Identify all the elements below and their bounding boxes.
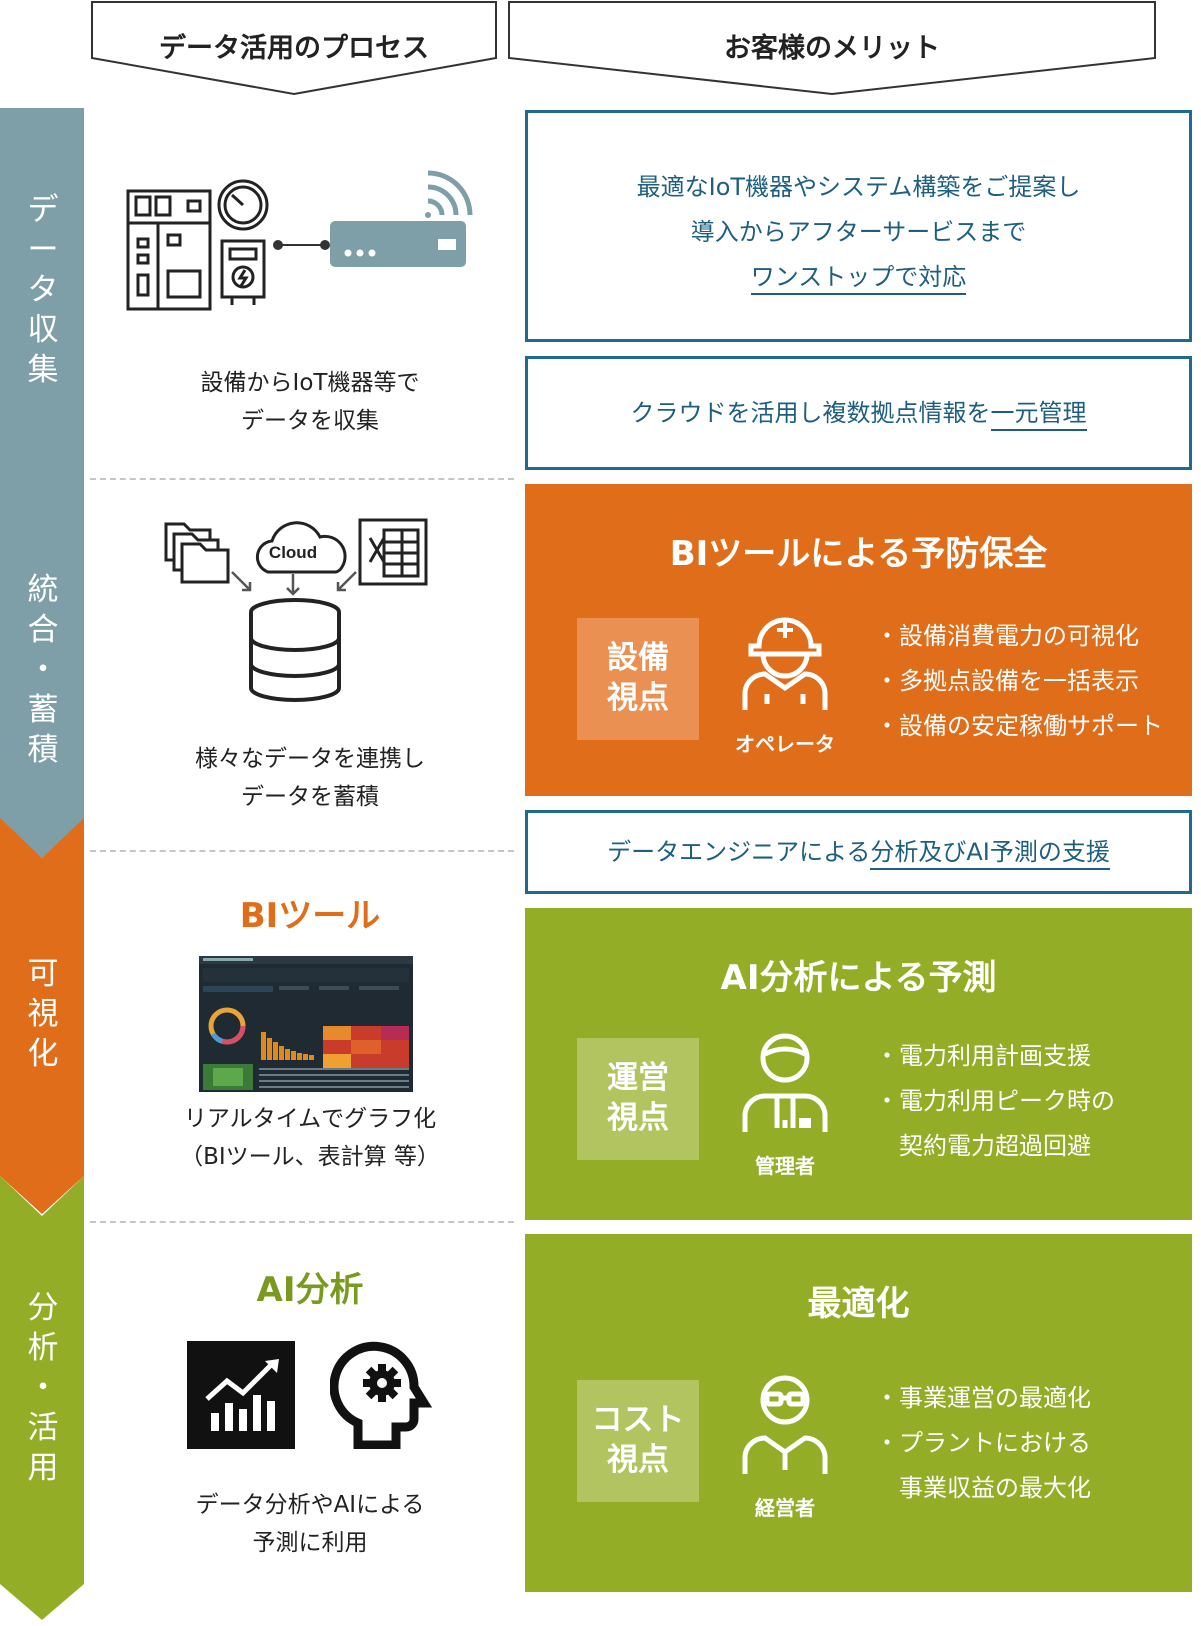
operator-label: オペレータ bbox=[735, 732, 835, 756]
viewpoint-badge-equipment: 設備視点 bbox=[577, 618, 699, 740]
ai-brain-gear-icon bbox=[330, 1341, 433, 1449]
stage-analyze: 分析・活用 bbox=[0, 1176, 86, 1622]
benefit-bi-title: BIツールによる予防保全 bbox=[669, 534, 1048, 574]
benefit-bi-box: BIツールによる予防保全 設備視点 オペレータ ・設備消費電力の可視化 ・多拠点… bbox=[525, 484, 1192, 796]
manager-label: 管理者 bbox=[755, 1154, 815, 1178]
stage-integrate: 統合・蓄積 bbox=[0, 452, 86, 862]
list-item: 事業収益の最大化 bbox=[875, 1474, 1091, 1502]
operator-person: オペレータ bbox=[725, 608, 845, 756]
list-item: 契約電力超過回避 bbox=[875, 1132, 1091, 1160]
list-item: ・プラントにおける bbox=[875, 1429, 1091, 1457]
stage-integrate-label: 統合・蓄積 bbox=[27, 572, 59, 768]
stage-visualize-label: 可視化 bbox=[27, 956, 59, 1072]
benefit-engineer-prefix: データエンジニアによる bbox=[607, 838, 871, 866]
list-item: ・多拠点設備を一括表示 bbox=[875, 667, 1139, 695]
benefit-engineer-emph: 分析及びAI予測の支援 bbox=[870, 838, 1110, 870]
benefit-ai-list: ・電力利用計画支援 ・電力利用ピーク時の 契約電力超過回避 bbox=[875, 1034, 1115, 1169]
process-header: データ活用のプロセス bbox=[90, 0, 498, 96]
benefit-iot-line3: ワンストップで対応 bbox=[750, 263, 967, 295]
bi-dashboard-screenshot bbox=[199, 956, 413, 1092]
stage-collect: データ収集 bbox=[0, 108, 86, 498]
list-item: ・電力利用計画支援 bbox=[875, 1042, 1091, 1070]
executive-person: 経営者 bbox=[725, 1370, 845, 1520]
cloud-icon: Cloud bbox=[255, 521, 347, 574]
analyze-description: データ分析やAIによる 予測に利用 bbox=[195, 1492, 425, 1556]
merit-header: お客様のメリット bbox=[507, 0, 1157, 96]
manager-icon bbox=[742, 1033, 828, 1132]
visualize-description: リアルタイムでグラフ化 （BIツール、表計算 等） bbox=[180, 1106, 440, 1170]
benefit-cloud-emph: 一元管理 bbox=[990, 399, 1087, 431]
benefit-ai-box: AI分析による予測 運営視点 管理者 ・電力利用計画支援 ・電力利用ピーク時の … bbox=[525, 908, 1192, 1220]
operator-helmet-icon bbox=[742, 617, 828, 710]
bi-tool-title: BIツール bbox=[239, 896, 381, 936]
iot-equipment-illustration bbox=[126, 170, 473, 311]
divider bbox=[90, 1221, 514, 1223]
benefit-iot-line2: 導入からアフターサービスまで bbox=[690, 218, 1027, 246]
benefit-cloud-prefix: クラウドを活用し複数拠点情報を bbox=[630, 399, 991, 427]
folder-icon bbox=[164, 522, 230, 584]
benefit-cloud-box: クラウドを活用し複数拠点情報を一元管理 bbox=[525, 356, 1192, 470]
gauge-icon bbox=[217, 179, 269, 231]
benefit-engineer-box: データエンジニアによる分析及びAI予測の支援 bbox=[525, 810, 1192, 894]
manager-person: 管理者 bbox=[725, 1028, 845, 1178]
spreadsheet-icon bbox=[358, 518, 428, 586]
connection-line bbox=[273, 240, 330, 250]
list-item: ・設備の安定稼働サポート bbox=[875, 712, 1163, 740]
cloud-label: Cloud bbox=[269, 543, 317, 562]
benefit-bi-list: ・設備消費電力の可視化 ・多拠点設備を一括表示 ・設備の安定稼働サポート bbox=[875, 614, 1163, 749]
divider bbox=[90, 850, 514, 852]
control-cabinet-icon bbox=[126, 189, 212, 311]
stage-analyze-label: 分析・活用 bbox=[27, 1290, 59, 1486]
benefit-ai-title: AI分析による予測 bbox=[720, 958, 997, 998]
integrate-description: 様々なデータを連携し データを蓄積 bbox=[195, 746, 425, 810]
wifi-signal-icon bbox=[425, 170, 473, 218]
executive-label: 経営者 bbox=[755, 1496, 815, 1520]
database-icon bbox=[249, 598, 341, 702]
viewpoint-badge-operation: 運営視点 bbox=[577, 1038, 699, 1160]
benefit-iot-line1: 最適なIoT機器やシステム構築をご提案し bbox=[636, 173, 1081, 201]
benefit-iot-box: 最適なIoT機器やシステム構築をご提案し 導入からアフターサービスまで ワンスト… bbox=[525, 110, 1192, 342]
ai-analysis-title: AI分析 bbox=[256, 1270, 364, 1310]
list-item: ・事業運営の最適化 bbox=[875, 1384, 1091, 1412]
stage-visualize: 可視化 bbox=[0, 818, 86, 1218]
list-item: ・設備消費電力の可視化 bbox=[875, 622, 1139, 650]
list-item: ・電力利用ピーク時の bbox=[875, 1087, 1115, 1115]
arrow-icons bbox=[231, 571, 357, 596]
merit-header-label: お客様のメリット bbox=[724, 33, 940, 64]
benefit-opt-title: 最適化 bbox=[807, 1284, 910, 1324]
viewpoint-badge-cost: コスト視点 bbox=[577, 1380, 699, 1502]
executive-glasses-icon bbox=[742, 1375, 828, 1474]
gateway-router-icon bbox=[330, 221, 466, 267]
power-meter-icon bbox=[220, 239, 266, 305]
stage-collect-label: データ収集 bbox=[27, 192, 59, 388]
divider bbox=[90, 478, 514, 480]
analytics-chart-icon bbox=[187, 1341, 295, 1449]
benefit-opt-list: ・事業運営の最適化 ・プラントにおける 事業収益の最大化 bbox=[875, 1376, 1091, 1511]
process-header-label: データ活用のプロセス bbox=[159, 33, 429, 64]
data-integration-illustration: Cloud bbox=[164, 518, 428, 702]
collect-description: 設備からIoT機器等で データを収集 bbox=[200, 370, 420, 434]
benefit-optimization-box: 最適化 コスト視点 経営者 ・事業運営の最適化 ・プラントにおける 事業収益の最… bbox=[525, 1234, 1192, 1592]
